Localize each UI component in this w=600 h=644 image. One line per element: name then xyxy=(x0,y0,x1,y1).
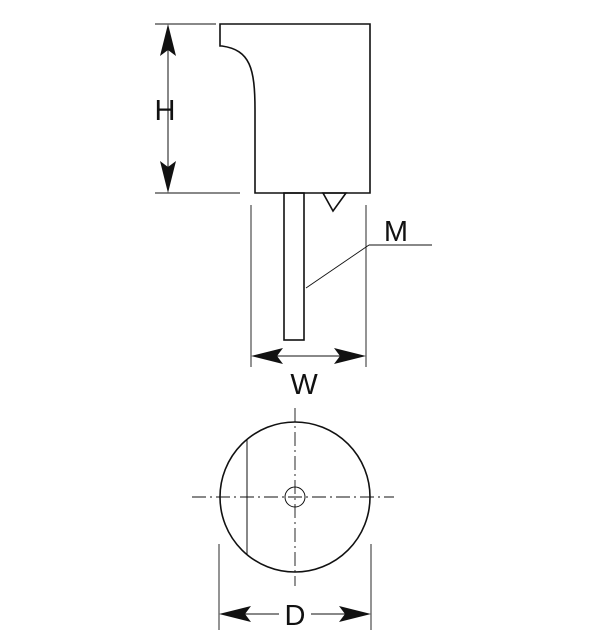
pointer-triangle xyxy=(321,192,348,213)
shaft xyxy=(283,192,305,341)
d-arrow-right xyxy=(339,606,371,622)
height-label: H xyxy=(155,95,176,127)
knob-body-outline xyxy=(219,23,371,194)
diameter-label: D xyxy=(285,600,306,632)
d-arrow-left xyxy=(219,606,251,622)
w-arrow-right xyxy=(334,348,366,364)
h-arrow-top xyxy=(160,24,176,56)
material-leader-diagonal xyxy=(305,244,370,289)
w-arrow-left xyxy=(251,348,283,364)
top-view: D xyxy=(192,408,394,632)
d-label-background xyxy=(279,597,311,631)
h-arrow-bottom xyxy=(160,161,176,193)
side-view: H W M xyxy=(155,23,432,401)
material-label: M xyxy=(384,216,408,248)
width-label: W xyxy=(290,369,318,401)
